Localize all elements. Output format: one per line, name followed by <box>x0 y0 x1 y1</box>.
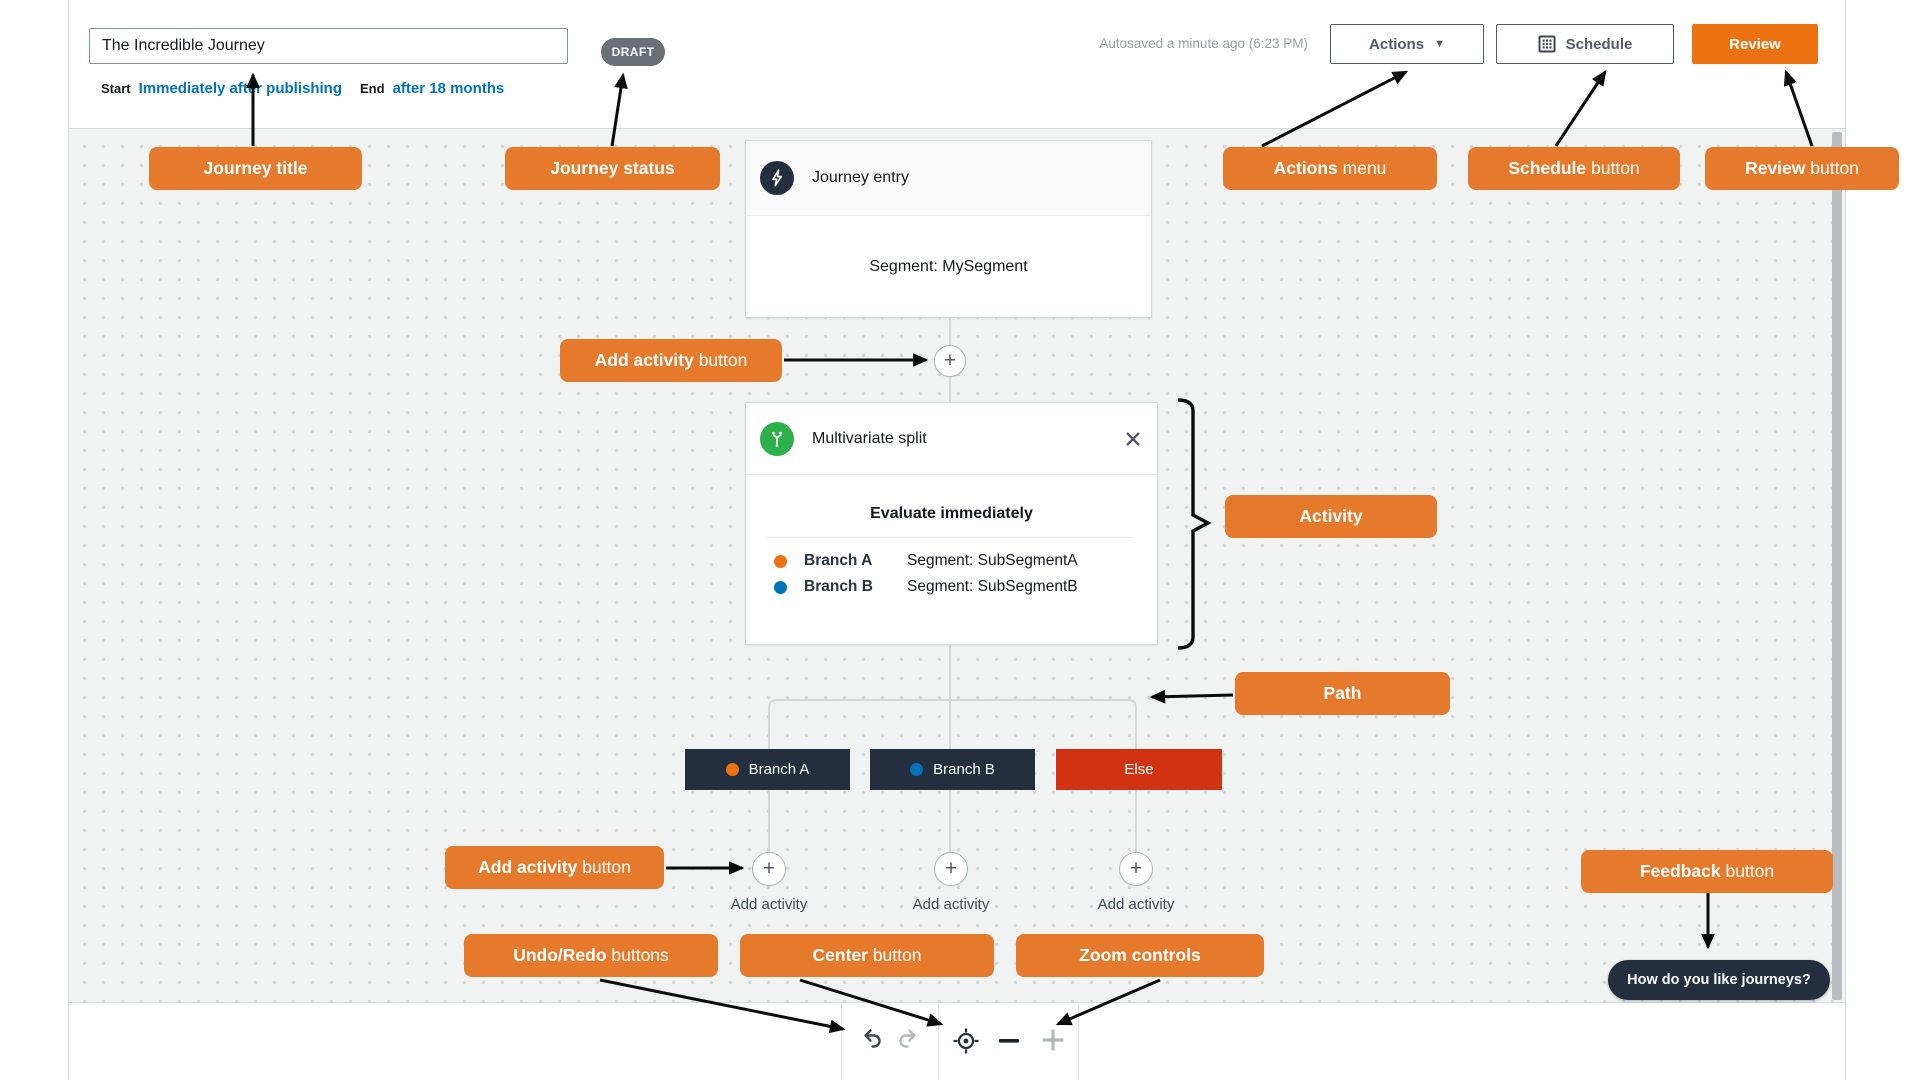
add-activity-text: Add activity <box>912 896 990 913</box>
autosave-status: Autosaved a minute ago (6:23 PM) <box>1099 36 1308 51</box>
add-activity-button-branch-b[interactable]: + <box>934 852 968 886</box>
add-activity-button-top[interactable]: + <box>934 345 966 377</box>
feedback-button[interactable]: How do you like journeys? <box>1608 960 1830 1000</box>
annotation-zoom-controls: Zoom controls <box>1016 934 1264 977</box>
review-button[interactable]: Review <box>1692 24 1818 64</box>
annotation-center-button: Center button <box>740 934 994 977</box>
annotation-text: button <box>1805 158 1859 178</box>
annotation-text: Actions <box>1273 158 1338 178</box>
undo-icon[interactable] <box>859 1026 885 1052</box>
redo-icon[interactable] <box>895 1026 921 1052</box>
branch-a-path-label: Branch A <box>685 749 850 790</box>
evaluate-heading: Evaluate immediately <box>870 505 1033 522</box>
branch-b-pill-text: Branch B <box>933 761 995 778</box>
annotation-text: Add activity <box>478 857 578 877</box>
annotation-path: Path <box>1235 672 1450 715</box>
annotation-text: Feedback <box>1639 861 1721 881</box>
journey-title-input[interactable] <box>89 28 568 64</box>
header-divider <box>68 128 1846 129</box>
split-icon <box>760 421 794 456</box>
annotation-text: Journey title <box>203 158 308 178</box>
schedule-button-label: Schedule <box>1565 35 1633 53</box>
branch-b-name: Branch B <box>804 578 873 595</box>
annotation-schedule-button: Schedule button <box>1468 147 1680 190</box>
annotation-undo-redo: Undo/Redo buttons <box>464 934 718 977</box>
annotation-text: button <box>693 350 748 370</box>
multivariate-split-header: Multivariate split <box>746 403 1157 475</box>
left-content-border <box>68 0 69 1080</box>
add-activity-button-branch-a[interactable]: + <box>752 852 786 886</box>
annotation-text: Journey status <box>550 158 675 178</box>
annotation-activity: Activity <box>1225 495 1437 538</box>
branch-a-dot <box>774 554 787 568</box>
start-label: Start <box>101 80 131 96</box>
zoom-in-icon[interactable] <box>1041 1028 1065 1052</box>
annotation-text: Undo/Redo <box>513 945 607 965</box>
right-content-border <box>1845 0 1846 1080</box>
actions-menu-button[interactable]: Actions ▼ <box>1330 24 1484 64</box>
annotation-text: button <box>577 857 631 877</box>
annotation-feedback-button: Feedback button <box>1581 850 1833 893</box>
else-pill-text: Else <box>1124 761 1154 778</box>
add-activity-button-else[interactable]: + <box>1119 852 1153 886</box>
annotation-text: Add activity <box>594 350 694 370</box>
journey-entry-title: Journey entry <box>812 169 909 186</box>
annotation-text: Schedule <box>1508 158 1587 178</box>
annotation-journey-title: Journey title <box>149 147 362 190</box>
vertical-scrollbar[interactable] <box>1832 132 1842 1000</box>
journey-entry-header: Journey entry <box>746 141 1151 216</box>
review-button-label: Review <box>1729 35 1781 53</box>
branch-a-row: Branch A Segment: SubSegmentA <box>774 548 1157 574</box>
annotation-journey-status: Journey status <box>505 147 720 190</box>
branch-b-row: Branch B Segment: SubSegmentB <box>774 574 1157 600</box>
annotation-add-activity-bottom: Add activity button <box>445 846 664 889</box>
add-activity-text: Add activity <box>1097 896 1175 913</box>
branch-b-path-label: Branch B <box>870 749 1035 790</box>
branch-b-dot <box>774 580 787 594</box>
branch-a-segment: Segment: SubSegmentA <box>907 552 1078 569</box>
else-path-label: Else <box>1056 749 1222 790</box>
annotation-text: buttons <box>606 945 669 965</box>
annotation-actions-menu: Actions menu <box>1223 147 1437 190</box>
branch-b-segment: Segment: SubSegmentB <box>907 578 1078 595</box>
add-activity-text: Add activity <box>730 896 808 913</box>
branch-a-dot <box>725 763 739 776</box>
journey-entry-card[interactable]: Journey entry Segment: MySegment <box>745 140 1152 318</box>
annotation-text: button <box>1586 158 1640 178</box>
close-icon[interactable] <box>1123 429 1143 449</box>
multivariate-split-title: Multivariate split <box>812 429 927 447</box>
multivariate-split-card[interactable]: Multivariate split Evaluate immediately … <box>745 402 1158 645</box>
annotation-text: button <box>1720 861 1775 881</box>
annotation-text: button <box>867 945 922 965</box>
annotation-text: Review <box>1745 158 1806 178</box>
annotation-add-activity-top: Add activity button <box>560 339 782 382</box>
annotation-review-button: Review button <box>1705 147 1899 190</box>
toolbar-divider <box>938 1002 939 1080</box>
schedule-button[interactable]: Schedule <box>1496 24 1674 64</box>
branch-a-name: Branch A <box>804 552 873 569</box>
footer-divider <box>68 1002 1846 1003</box>
actions-button-label: Actions <box>1369 35 1425 53</box>
zoom-out-icon[interactable] <box>998 1038 1020 1044</box>
start-link[interactable]: Immediately after publishing <box>138 79 342 97</box>
end-label: End <box>360 80 385 96</box>
caret-down-icon: ▼ <box>1434 37 1445 50</box>
schedule-summary: Start Immediately after publishing End a… <box>101 77 504 99</box>
end-link[interactable]: after 18 months <box>392 79 505 97</box>
annotation-text: menu <box>1337 158 1387 178</box>
lightning-icon <box>760 161 794 195</box>
card-divider <box>766 537 1131 538</box>
branch-a-pill-text: Branch A <box>748 761 810 778</box>
annotation-text: Activity <box>1299 506 1363 526</box>
annotation-text: Center <box>812 945 868 965</box>
branch-b-dot <box>910 763 924 776</box>
calendar-icon <box>1538 35 1556 53</box>
toolbar-divider <box>841 1002 842 1080</box>
annotation-text: Path <box>1323 683 1362 703</box>
center-icon[interactable] <box>951 1026 981 1056</box>
annotation-text: Zoom controls <box>1079 945 1201 965</box>
status-badge: DRAFT <box>601 38 665 66</box>
toolbar-divider <box>1078 1002 1079 1080</box>
journey-entry-segment: Segment: MySegment <box>869 258 1028 275</box>
